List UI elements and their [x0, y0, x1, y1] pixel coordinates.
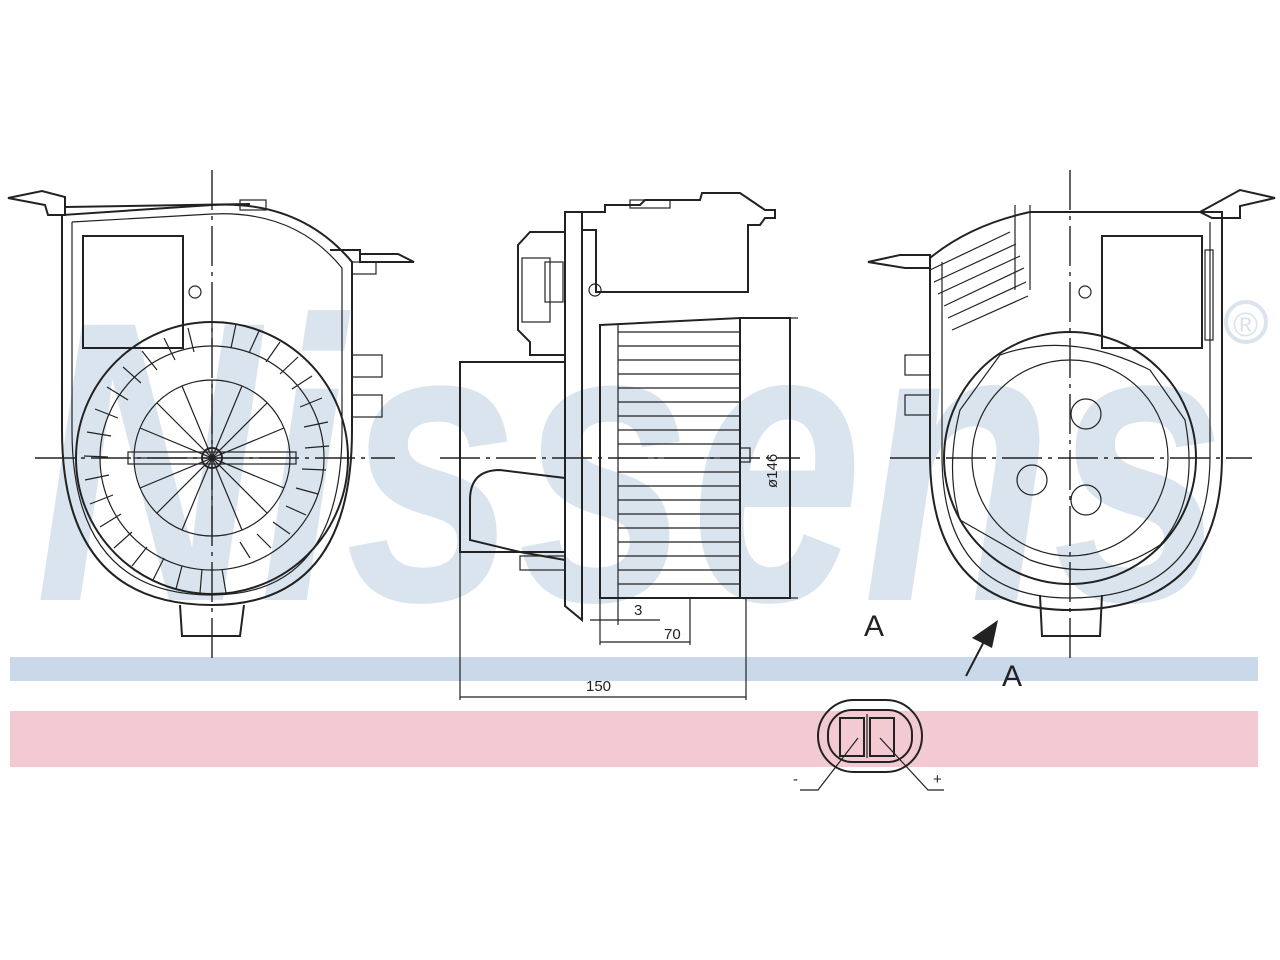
back-motor-outer	[943, 331, 1197, 585]
side-connector-detail-2	[544, 261, 564, 303]
side-top-housing	[565, 192, 776, 293]
fan-hub-plate	[127, 451, 297, 465]
dimension-overall: 150	[459, 552, 747, 700]
front-housing-inner	[71, 213, 343, 596]
connector-pin-left	[839, 717, 865, 757]
front-view	[7, 170, 415, 660]
connector-plus-label: +	[933, 771, 942, 788]
connector-pin-right	[869, 717, 895, 757]
back-view: A A	[864, 170, 1276, 693]
dimension-motor: 3 70	[590, 598, 691, 645]
dim-motor-label: 70	[664, 626, 681, 643]
back-hole-top	[1070, 398, 1102, 430]
dim-overall-label: 150	[586, 678, 611, 695]
back-hole-left	[1016, 464, 1048, 496]
fan-spoke-set	[134, 380, 290, 536]
motor-cylinder	[459, 361, 565, 553]
back-housing-outer	[929, 211, 1223, 612]
fan-blades	[83, 322, 330, 594]
dimension-diameter: ø146	[764, 317, 798, 599]
fan-hub	[201, 447, 223, 469]
watermark: Nissens ®	[10, 238, 1268, 767]
front-top-rail	[64, 203, 251, 208]
front-top-clip	[239, 199, 267, 211]
back-side-rod	[1204, 249, 1214, 341]
connector-inner	[827, 709, 913, 763]
back-rib-set	[929, 205, 1031, 331]
back-screw	[1078, 285, 1092, 299]
view-arrow-label: A	[1002, 660, 1022, 693]
back-ribs	[929, 205, 1031, 331]
back-side-tab-upper	[904, 354, 931, 376]
fan-blade-set	[83, 322, 330, 594]
watermark-band-blue	[10, 657, 1258, 681]
front-flange-left	[7, 189, 66, 216]
back-motor-shroud	[951, 344, 1190, 571]
dim-diameter-label: ø146	[764, 454, 781, 488]
registered-mark: ®	[1233, 306, 1258, 344]
back-flange-right	[1197, 188, 1276, 219]
connector-lead-plus	[879, 737, 944, 791]
view-arrow: A	[965, 620, 1022, 693]
back-hole-right	[1070, 484, 1102, 516]
watermark-logo-text: Nissens	[35, 238, 1225, 685]
connector-outer	[817, 699, 923, 773]
fan-cage-slat-set	[618, 331, 740, 585]
front-housing-outer	[61, 203, 353, 607]
front-right-clip	[351, 261, 377, 275]
fan-cage-slats	[617, 325, 740, 598]
front-side-tab-lower	[351, 394, 383, 418]
dim-offset-label: 3	[634, 602, 642, 619]
back-side-tab-lower	[904, 394, 931, 416]
motor-foot	[519, 555, 566, 571]
side-view: ø146 3 70 150	[440, 192, 800, 700]
side-connector-detail	[521, 257, 551, 323]
back-bottom-foot	[1039, 594, 1103, 637]
front-side-tab-upper	[351, 354, 383, 378]
back-housing-inner	[941, 222, 1211, 599]
view-arrow-head	[972, 620, 998, 648]
fan-cage-nub	[739, 447, 751, 463]
front-screw	[188, 285, 202, 299]
watermark-band-pink	[10, 711, 1258, 767]
back-motor-ring	[971, 359, 1169, 557]
back-window	[1101, 235, 1203, 349]
front-bottom-foot	[179, 604, 245, 637]
fan-spokes	[134, 380, 290, 536]
motor-shaft-cap	[469, 468, 566, 561]
section-view-label: A	[864, 610, 884, 643]
side-screw	[588, 283, 602, 297]
connector-lead-minus	[800, 737, 859, 791]
front-flange-right	[330, 249, 415, 263]
registered-mark-circle	[1224, 300, 1268, 344]
connector-detail: - +	[793, 699, 944, 791]
side-connector-block	[517, 231, 565, 356]
connector-minus-label: -	[793, 771, 798, 788]
side-top-clip	[629, 199, 671, 209]
